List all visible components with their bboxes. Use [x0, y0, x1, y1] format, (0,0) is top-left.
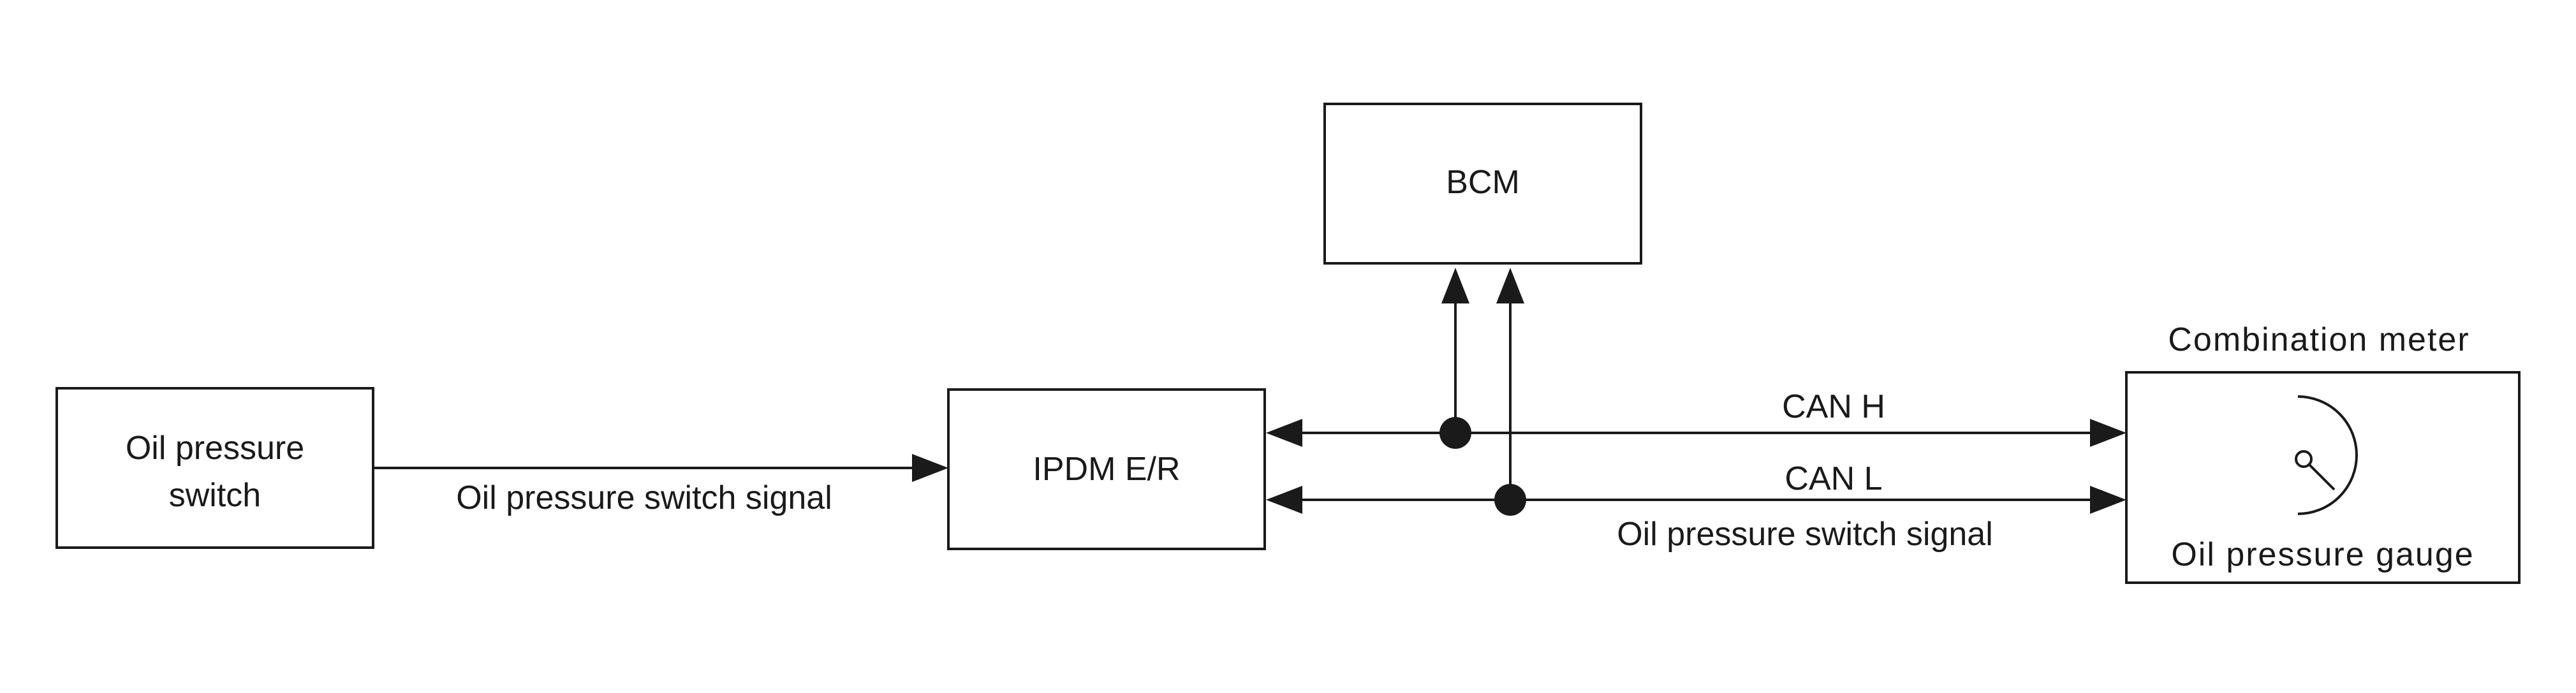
- bcm-can-l-branch: [1494, 268, 1526, 516]
- ipdm-label: IPDM E/R: [1033, 451, 1180, 488]
- bcm-box: [1323, 103, 1642, 265]
- arrow-left-icon: [1266, 486, 1302, 514]
- can-h-label: CAN H: [1782, 388, 1885, 425]
- ipdm-block: IPDM E/R: [947, 388, 1266, 550]
- arrow-right-icon: [2090, 419, 2126, 447]
- junction-dot: [1494, 484, 1526, 516]
- can-l-label: CAN L: [1785, 460, 1882, 497]
- arrow-up-icon: [1496, 268, 1524, 303]
- combination-meter-title: Combination meter: [2168, 321, 2469, 358]
- gauge-icon: [2295, 395, 2358, 515]
- oil-pressure-switch-label-line2: switch: [169, 477, 261, 514]
- bcm-label: BCM: [1446, 164, 1520, 201]
- oil-pressure-gauge-label: Oil pressure gauge: [2171, 536, 2474, 573]
- ipdm-box: [947, 388, 1266, 550]
- arrow-right-icon: [2090, 486, 2126, 514]
- arrow-right-icon: [912, 454, 948, 482]
- bcm-block: BCM: [1323, 103, 1642, 265]
- switch-signal-label: Oil pressure switch signal: [456, 479, 832, 516]
- junction-dot: [1439, 417, 1471, 449]
- arrow-left-icon: [1266, 419, 1302, 447]
- can-h-line: CAN H: [1266, 388, 2126, 447]
- oil-pressure-switch-box: [55, 387, 374, 549]
- combination-meter-block: Combination meter Oil pressure gauge: [2125, 321, 2521, 584]
- can-to-meter-signal-label: Oil pressure switch signal: [1617, 516, 1993, 553]
- bcm-can-h-branch: [1439, 268, 1471, 449]
- arrow-up-icon: [1441, 268, 1469, 303]
- oil-pressure-switch-block: Oil pressure switch: [55, 387, 374, 549]
- oil-pressure-switch-label-line1: Oil pressure: [126, 430, 304, 467]
- switch-signal-wire: Oil pressure switch signal: [373, 454, 948, 516]
- can-l-line: CAN L Oil pressure switch signal: [1266, 460, 2126, 553]
